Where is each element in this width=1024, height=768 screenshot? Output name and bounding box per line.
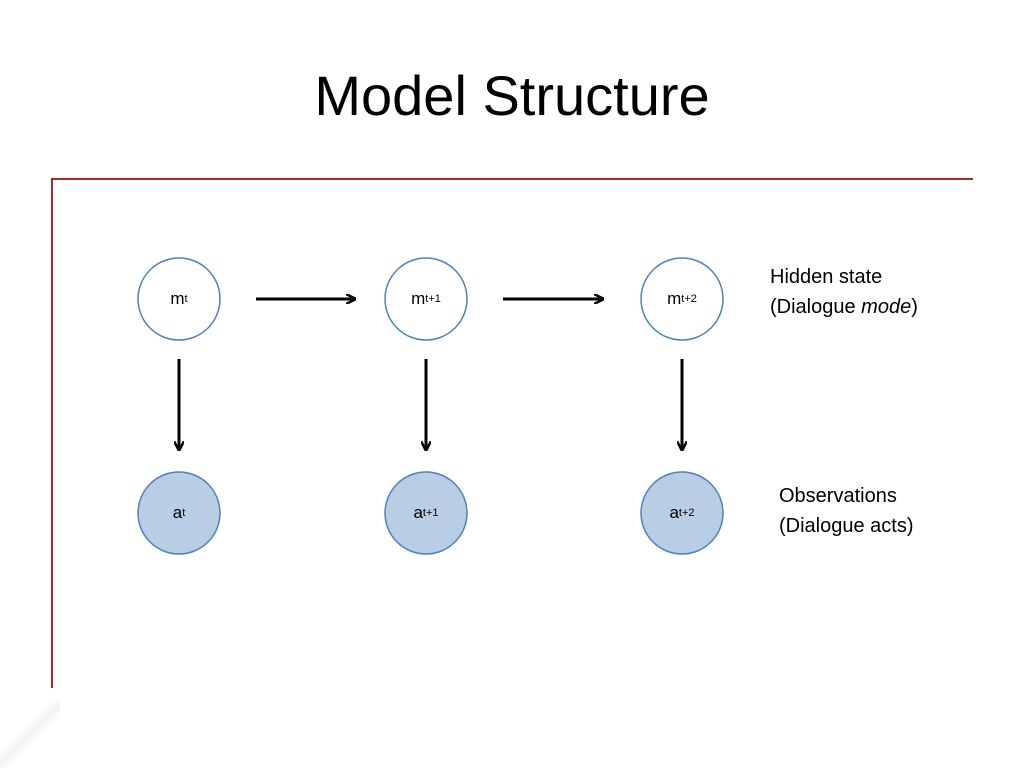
hidden-node-1 (384, 257, 468, 341)
hidden-node-base: m (170, 289, 185, 308)
hidden-node-sub: t+2 (681, 293, 697, 305)
frame-top-border (51, 178, 973, 180)
hidden-node-sub: t+1 (425, 293, 441, 305)
observed-node-1 (384, 471, 468, 555)
hidden-node-sub: t (184, 293, 188, 305)
hidden-node-base: m (667, 289, 682, 308)
observed-node-base: a (172, 503, 183, 522)
hidden-state-subtitle-suffix: ) (911, 296, 918, 318)
observed-node-sub: t+2 (678, 507, 695, 519)
observations-subtitle: (Dialogue acts) (779, 515, 914, 537)
hidden-node-2 (640, 257, 724, 341)
hidden-state-subtitle: (Dialogue mode) (770, 292, 918, 322)
corner-decoration (0, 700, 60, 768)
observed-node-2 (640, 471, 724, 555)
hidden-state-subtitle-prefix: (Dialogue (770, 296, 862, 318)
hidden-node-base: m (411, 289, 426, 308)
hidden-node-0 (137, 257, 221, 341)
observations-title: Observations (779, 485, 897, 507)
frame-left-border (51, 178, 53, 688)
hidden-state-subtitle-emphasis: mode (861, 296, 912, 318)
observed-node-0 (137, 471, 221, 555)
observed-node-base: a (413, 503, 423, 522)
observed-node-base: a (669, 503, 679, 522)
observations-label: Observations (Dialogue acts) (779, 481, 914, 541)
slide-title: Model Structure (314, 64, 710, 127)
observed-node-sub: t+1 (422, 507, 439, 519)
hidden-state-label: Hidden state (Dialogue mode) (770, 262, 918, 322)
hidden-state-title: Hidden state (770, 266, 883, 288)
observed-node-sub: t (182, 507, 186, 519)
